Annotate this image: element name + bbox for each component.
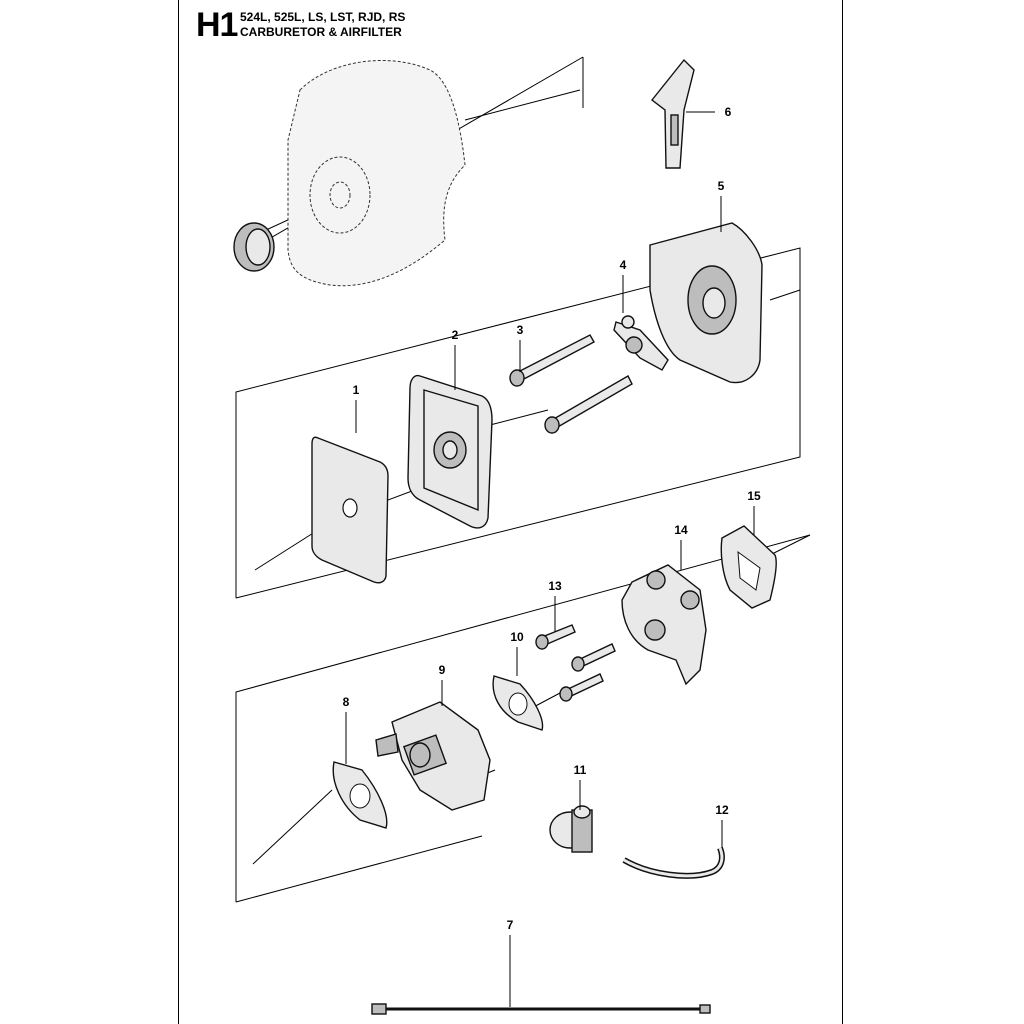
callout-6: 6 — [725, 105, 732, 119]
callout-5: 5 — [718, 179, 725, 193]
callout-2: 2 — [452, 328, 459, 342]
part-8-gasket — [332, 761, 388, 829]
callout-7: 7 — [507, 918, 514, 932]
part-10-gasket — [492, 675, 544, 731]
callout-11: 11 — [574, 763, 587, 777]
callout-4: 4 — [620, 258, 627, 272]
airfilter-cover — [287, 60, 466, 287]
part-3-screws — [509, 334, 633, 434]
part-13-screws — [535, 624, 616, 702]
part-14-intake — [621, 564, 707, 686]
cover-knob — [233, 222, 275, 272]
section-code: H1 — [196, 6, 238, 44]
callout-3: 3 — [517, 323, 524, 337]
callout-13: 13 — [548, 579, 562, 593]
callout-1: 1 — [353, 383, 360, 397]
leader-lines — [345, 111, 755, 1007]
part-11-primer — [549, 805, 593, 853]
part-7-cable — [371, 1003, 711, 1015]
callout-labels: 1 2 3 4 5 6 7 8 9 10 11 12 13 14 15 — [343, 105, 761, 932]
callout-8: 8 — [343, 695, 350, 709]
callout-10: 10 — [510, 630, 524, 644]
diagram-frame — [178, 0, 843, 1024]
callout-15: 15 — [747, 489, 761, 503]
part-4-flange — [613, 315, 669, 371]
callout-14: 14 — [674, 523, 688, 537]
part-2-filter — [407, 374, 493, 529]
part-1-pad — [311, 436, 389, 584]
callout-12: 12 — [715, 803, 729, 817]
part-6-bracket — [651, 58, 695, 169]
part-15-gasket — [720, 525, 777, 609]
callout-9: 9 — [439, 663, 446, 677]
model-list: 524L, 525L, LS, LST, RJD, RS — [240, 10, 406, 24]
part-9-carburetor — [375, 701, 491, 811]
diagram-title: CARBURETOR & AIRFILTER — [240, 25, 402, 39]
part-5-filter-housing — [649, 222, 763, 384]
part-12-hose — [622, 846, 725, 879]
